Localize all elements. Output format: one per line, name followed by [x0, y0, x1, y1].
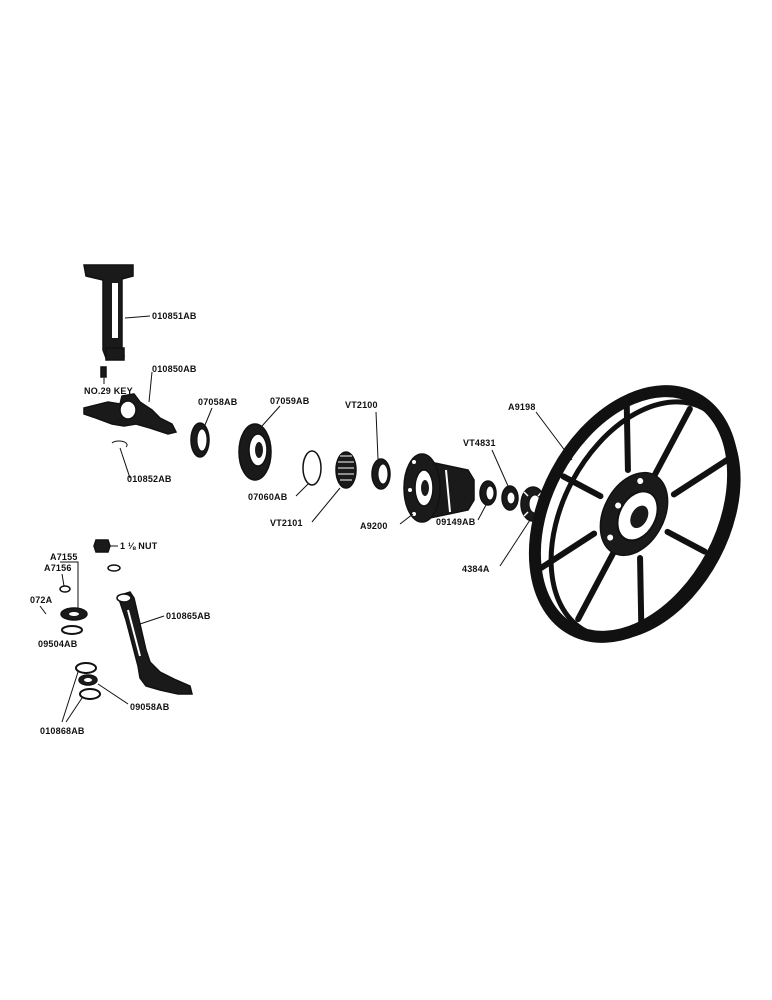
- label-09058AB: 09058AB: [130, 702, 170, 712]
- ring-010868AB-top: [75, 662, 97, 674]
- key-part: [100, 366, 107, 378]
- ring-010852AB: [111, 440, 128, 448]
- label-09149AB: 09149AB: [436, 517, 476, 527]
- bearing-cone-VT2101: [335, 451, 357, 489]
- leader-010868AB-a: [61, 671, 79, 723]
- label-VT2100: VT2100: [345, 400, 378, 410]
- label-010850AB: 010850AB: [152, 364, 197, 374]
- leader-VT4831: [491, 449, 509, 487]
- leader-A9200: [399, 513, 414, 525]
- leader-A7156: [61, 573, 65, 587]
- label-010865AB: 010865AB: [166, 611, 211, 621]
- label-VT2101: VT2101: [270, 518, 303, 528]
- leader-09149AB: [477, 504, 487, 521]
- bearing-VT4831: [501, 485, 519, 511]
- leader-4384A: [499, 519, 531, 567]
- seal-07058AB: [190, 422, 210, 458]
- label-A7155: A7155: [50, 552, 78, 562]
- nut-part: [93, 539, 111, 553]
- spoked-wheel-A9198: [528, 385, 741, 643]
- label-A9200: A9200: [360, 521, 388, 531]
- dust-shield-07059AB: [238, 423, 272, 481]
- label-07060AB: 07060AB: [248, 492, 288, 502]
- label-07058AB: 07058AB: [198, 397, 238, 407]
- label-010852AB: 010852AB: [127, 474, 172, 484]
- leader-09058AB: [97, 683, 129, 705]
- king-pin-upper: [83, 264, 134, 361]
- label-07059AB: 07059AB: [270, 396, 310, 406]
- washer-A7156: [59, 585, 71, 593]
- steering-knuckle: [83, 393, 178, 435]
- bearing-cup-VT2100: [371, 458, 391, 490]
- small-washer: [107, 564, 121, 572]
- label-A9198: A9198: [508, 402, 536, 412]
- label-key: NO.29 KEY: [84, 386, 133, 396]
- label-A7156: A7156: [44, 563, 72, 573]
- gasket-07060AB: [302, 450, 322, 486]
- leader-010852AB: [119, 447, 131, 479]
- leader-010868AB-b: [65, 697, 83, 723]
- pin-072A: [39, 605, 47, 615]
- leader-07058AB: [204, 407, 213, 426]
- leader-A7155: [60, 561, 79, 608]
- label-010868AB: 010868AB: [40, 726, 85, 736]
- ring-010868AB-bottom: [79, 688, 101, 700]
- leader-VT2100: [375, 411, 379, 460]
- hub-A9200: [403, 453, 475, 523]
- leader-07059AB: [261, 405, 281, 427]
- ring-09504AB: [61, 625, 83, 635]
- leader-010850AB: [148, 371, 153, 403]
- label-072A: 072A: [30, 595, 53, 605]
- thrust-washer-A7155: [60, 607, 88, 621]
- label-nut: 1 ⅛ NUT: [120, 541, 158, 551]
- label-VT4831: VT4831: [463, 438, 496, 448]
- leader-010851AB: [124, 315, 151, 319]
- spindle-010865AB: [116, 591, 193, 695]
- label-4384A: 4384A: [462, 564, 490, 574]
- label-09504AB: 09504AB: [38, 639, 78, 649]
- leader-VT2101: [311, 487, 341, 523]
- cup-09149AB: [479, 480, 497, 506]
- leader-010865AB: [139, 615, 165, 625]
- label-010851AB: 010851AB: [152, 311, 197, 321]
- leader-07060AB: [295, 483, 309, 497]
- leader-A9198: [535, 411, 573, 461]
